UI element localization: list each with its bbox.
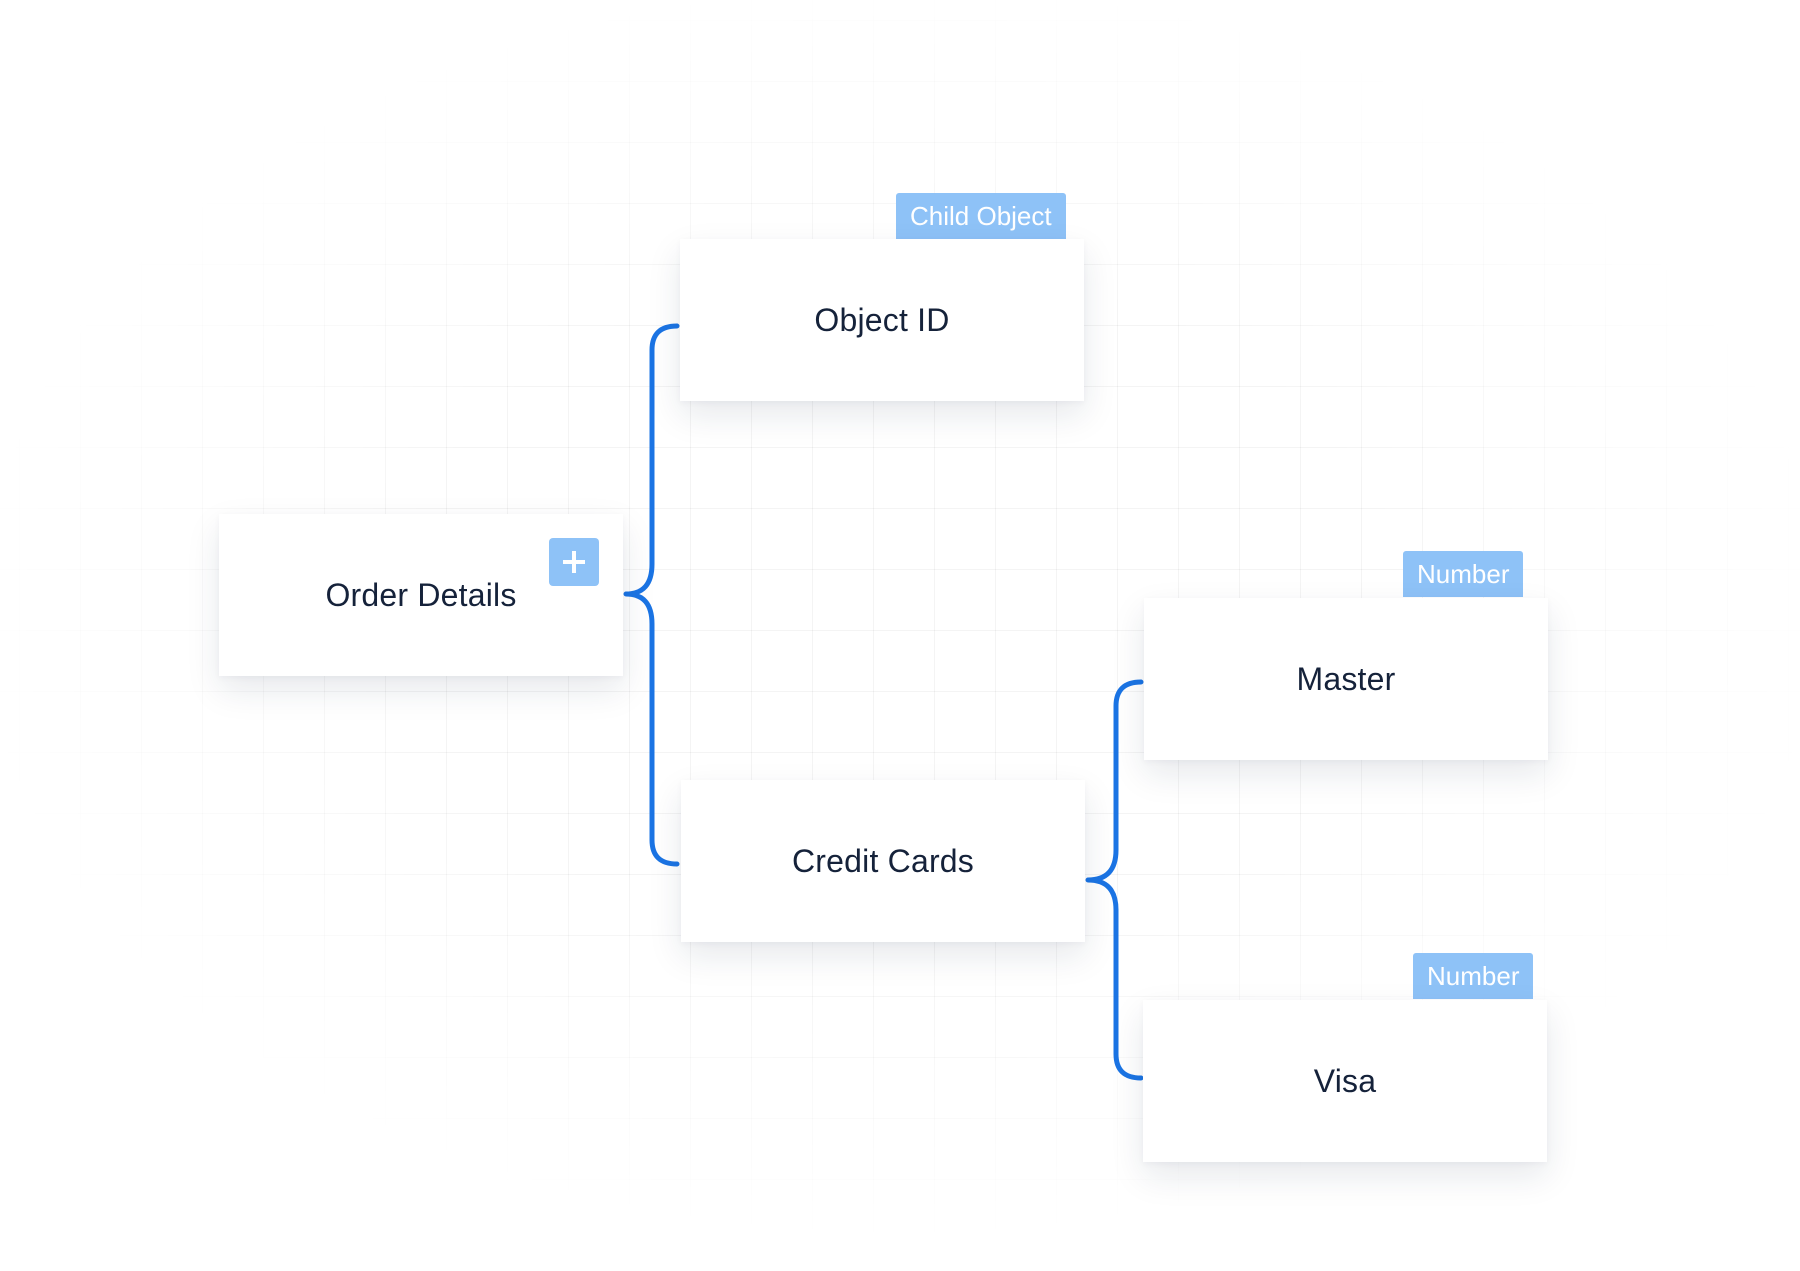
- connector-credit-cards-to-grandchildren: [1085, 679, 1144, 1081]
- node-label-object-id: Object ID: [814, 301, 950, 338]
- node-master[interactable]: Master: [1144, 598, 1548, 760]
- tag-number-visa: Number: [1413, 953, 1534, 999]
- node-object-id[interactable]: Object ID: [680, 239, 1084, 401]
- tag-child-object: Child Object: [896, 193, 1066, 239]
- node-label-visa: Visa: [1313, 1062, 1377, 1099]
- add-child-button[interactable]: [549, 538, 599, 586]
- node-label-master: Master: [1296, 660, 1396, 697]
- node-credit-cards[interactable]: Credit Cards: [681, 780, 1085, 942]
- node-label-order-details: Order Details: [325, 576, 517, 613]
- plus-icon: [563, 551, 585, 573]
- tag-number-master: Number: [1403, 551, 1524, 597]
- node-visa[interactable]: Visa: [1143, 1000, 1547, 1162]
- node-label-credit-cards: Credit Cards: [791, 842, 974, 879]
- connector-root-to-children: [623, 323, 680, 867]
- node-order-details[interactable]: Order Details: [219, 514, 623, 676]
